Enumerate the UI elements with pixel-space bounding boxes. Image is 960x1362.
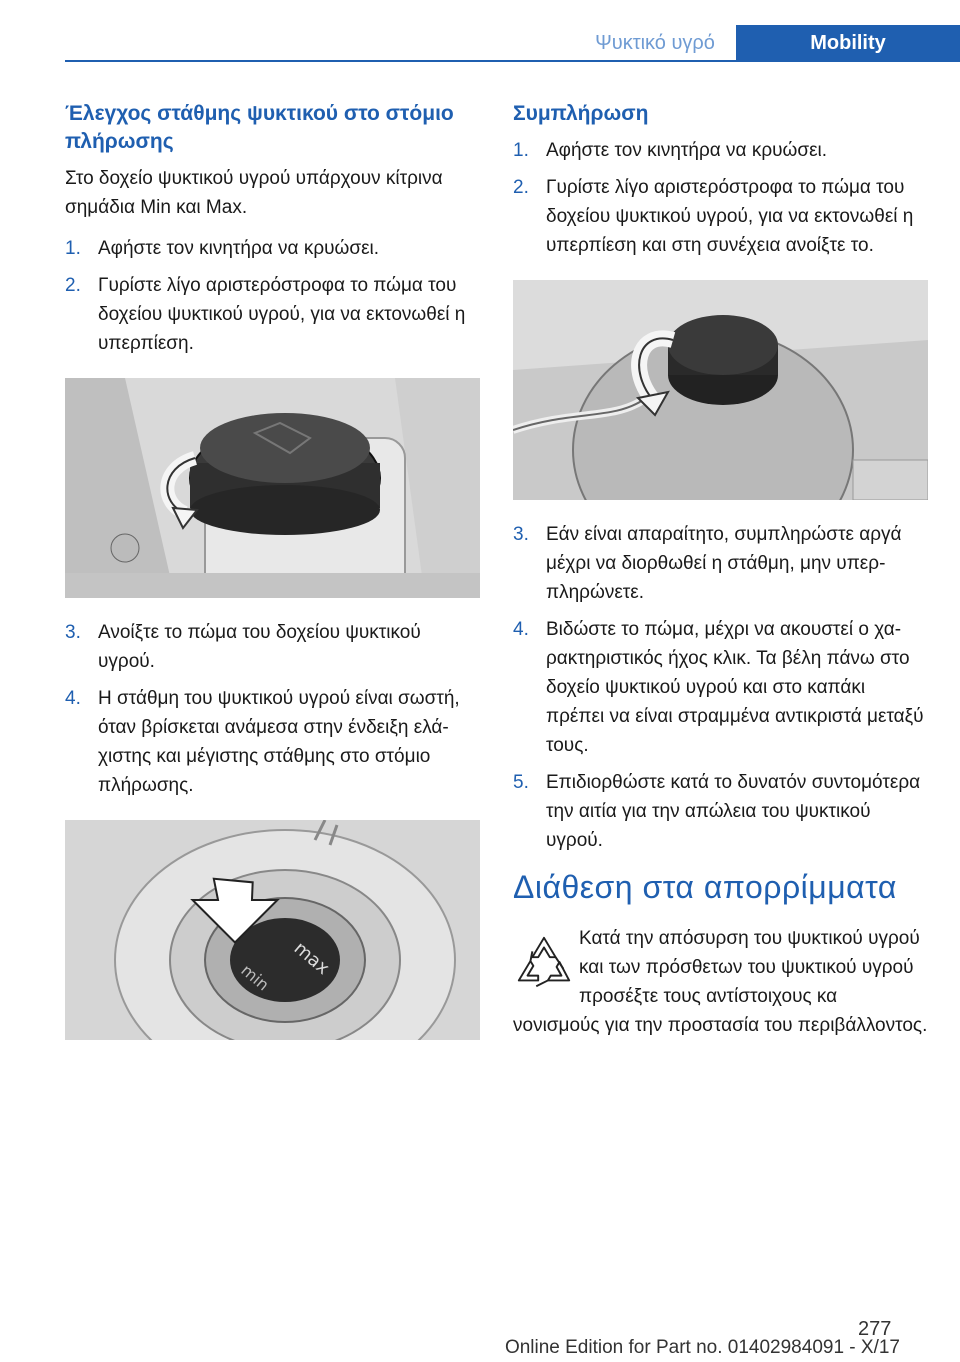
check-level-heading: Έλεγχος στάθμης ψυκτικού στο στόμιο πλήρ…	[65, 102, 454, 153]
edition-footer: Online Edition for Part no. 01402984091 …	[504, 1337, 900, 1358]
disposal-note: Κατά την απόσυρση του ψυκτικού υγρού και…	[513, 924, 928, 1040]
list-item: 2.Γυρίστε λίγο αριστερόστροφα το πώμα το…	[65, 275, 466, 354]
list-item: 3.Εάν είναι απαραίτητο, συμπληρώστε αργά…	[513, 524, 902, 603]
list-item: 1.Αφήστε τον κινητήρα να κρυώσει.	[513, 140, 828, 161]
check-steps-list-b: 3.Ανοίξτε το πώμα του δοχείου ψυκτικού υ…	[65, 618, 480, 800]
list-item: 4.Βιδώστε το πώμα, μέχρι να ακουστεί ο χ…	[513, 619, 924, 756]
right-column: Συμπλήρωση 1.Αφήστε τον κινητήρα να κρυώ…	[513, 100, 928, 1040]
page-number: 277	[858, 1318, 892, 1340]
filler-neck-photo: max min	[65, 820, 480, 1040]
disposal-text-b: νονισμούς για την προστασία του περιβάλλ…	[513, 1015, 928, 1036]
list-item: 2.Γυρίστε λίγο αριστερόστροφα το πώμα το…	[513, 177, 914, 256]
expansion-tank-photo	[513, 280, 928, 500]
list-item: 5.Επιδιορθώστε κατά το δυνατόν συντομό­τ…	[513, 772, 921, 851]
disposal-heading: Διάθεση στα απορρίμματα	[513, 869, 897, 905]
recycle-icon	[517, 936, 571, 988]
list-item: 3.Ανοίξτε το πώμα του δοχείου ψυκτικού υ…	[65, 622, 421, 672]
check-level-intro: Στο δοχείο ψυκτικού υγρού υπάρχουν κίτρι…	[65, 168, 443, 218]
fill-steps-list-b: 3.Εάν είναι απαραίτητο, συμπληρώστε αργά…	[513, 520, 928, 855]
list-item: 4.Η στάθμη του ψυκτικού υγρού είναι σωστ…	[65, 688, 460, 796]
left-column: Έλεγχος στάθμης ψυκτικού στο στόμιο πλήρ…	[65, 100, 480, 1060]
fill-steps-list-a: 1.Αφήστε τον κινητήρα να κρυώσει. 2.Γυρί…	[513, 136, 928, 260]
topping-up-heading: Συμπλήρωση	[513, 102, 649, 125]
header-chapter-tab: Mobility	[736, 25, 960, 62]
coolant-cap-photo	[65, 378, 480, 598]
disposal-text-a: Κατά την απόσυρση του ψυκτικού υγρού και…	[579, 928, 920, 1007]
header-section-label: Ψυκτικό υγρό	[595, 32, 715, 54]
header-rule	[65, 60, 960, 62]
list-item: 1.Αφήστε τον κινητήρα να κρυώσει.	[65, 238, 380, 259]
check-steps-list-a: 1.Αφήστε τον κινητήρα να κρυώσει. 2.Γυρί…	[65, 234, 480, 358]
